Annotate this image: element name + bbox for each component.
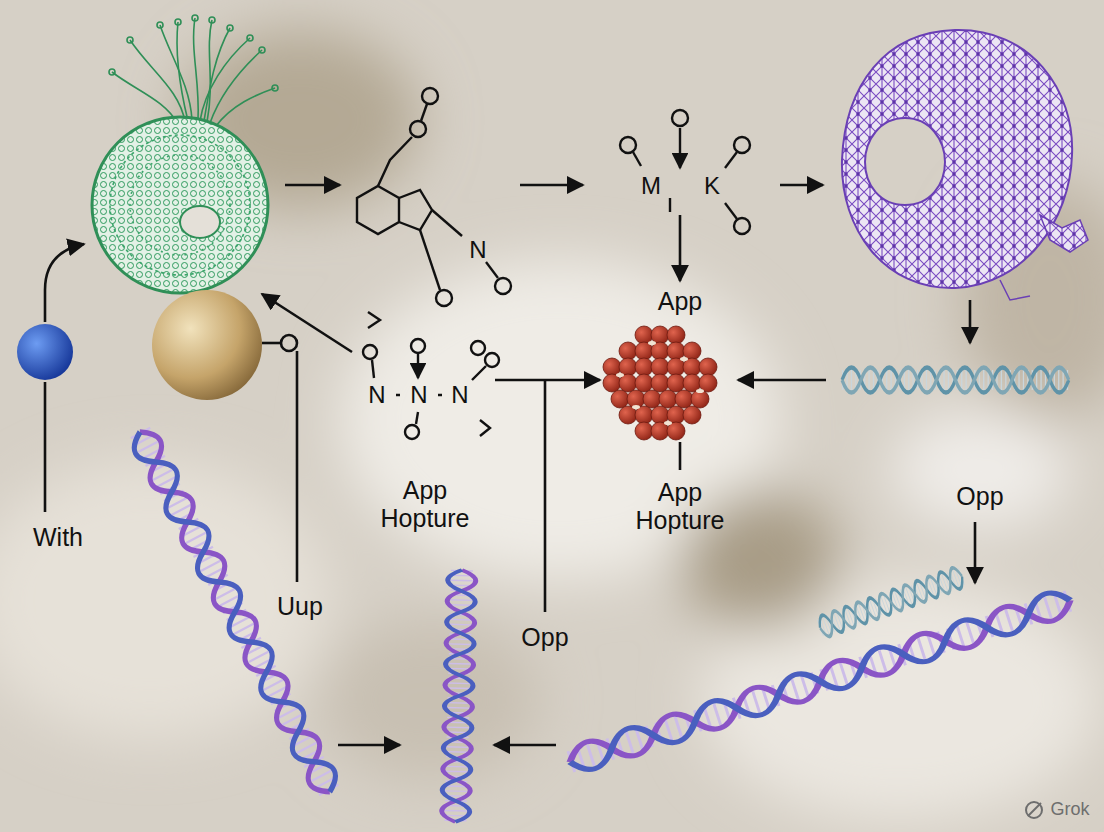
molecule-structure [620,110,750,234]
protein-network [842,30,1088,300]
annotation-label: With [33,524,83,552]
dna-helix [441,570,476,823]
annotation-label: Opp [521,624,568,652]
dna-helix [842,367,1069,392]
green-cell [92,15,278,293]
tan-sphere [152,290,262,400]
annotation-label: Uup [277,593,323,621]
molecule-structure [363,339,499,439]
atom-symbol: M [641,173,661,199]
node-label: App Hopture [381,476,470,534]
labeled-illustration: App Hopture [355,335,495,535]
node-label: App [658,287,702,316]
backdrop [0,30,1104,820]
blue-sphere [17,324,73,380]
atom-symbol: N [410,382,427,408]
dna-helix [128,425,342,798]
dna-helix [816,566,966,639]
node-label: App Hopture [636,478,725,536]
pathway-arrow [495,379,600,382]
molecule-structure [357,88,511,328]
atom-symbol: K [704,173,720,199]
protein-cluster [603,326,717,440]
watermark: Grok [1050,800,1089,820]
atom-symbol: N [368,382,385,408]
pathway-arrow [45,185,975,745]
annotation-label: Opp [956,483,1003,511]
atom-symbol: N [451,382,468,408]
atom-symbol: N [469,237,486,263]
watermark-logo [1026,802,1042,818]
labeled-illustration: AppApp Hopture [600,285,760,537]
